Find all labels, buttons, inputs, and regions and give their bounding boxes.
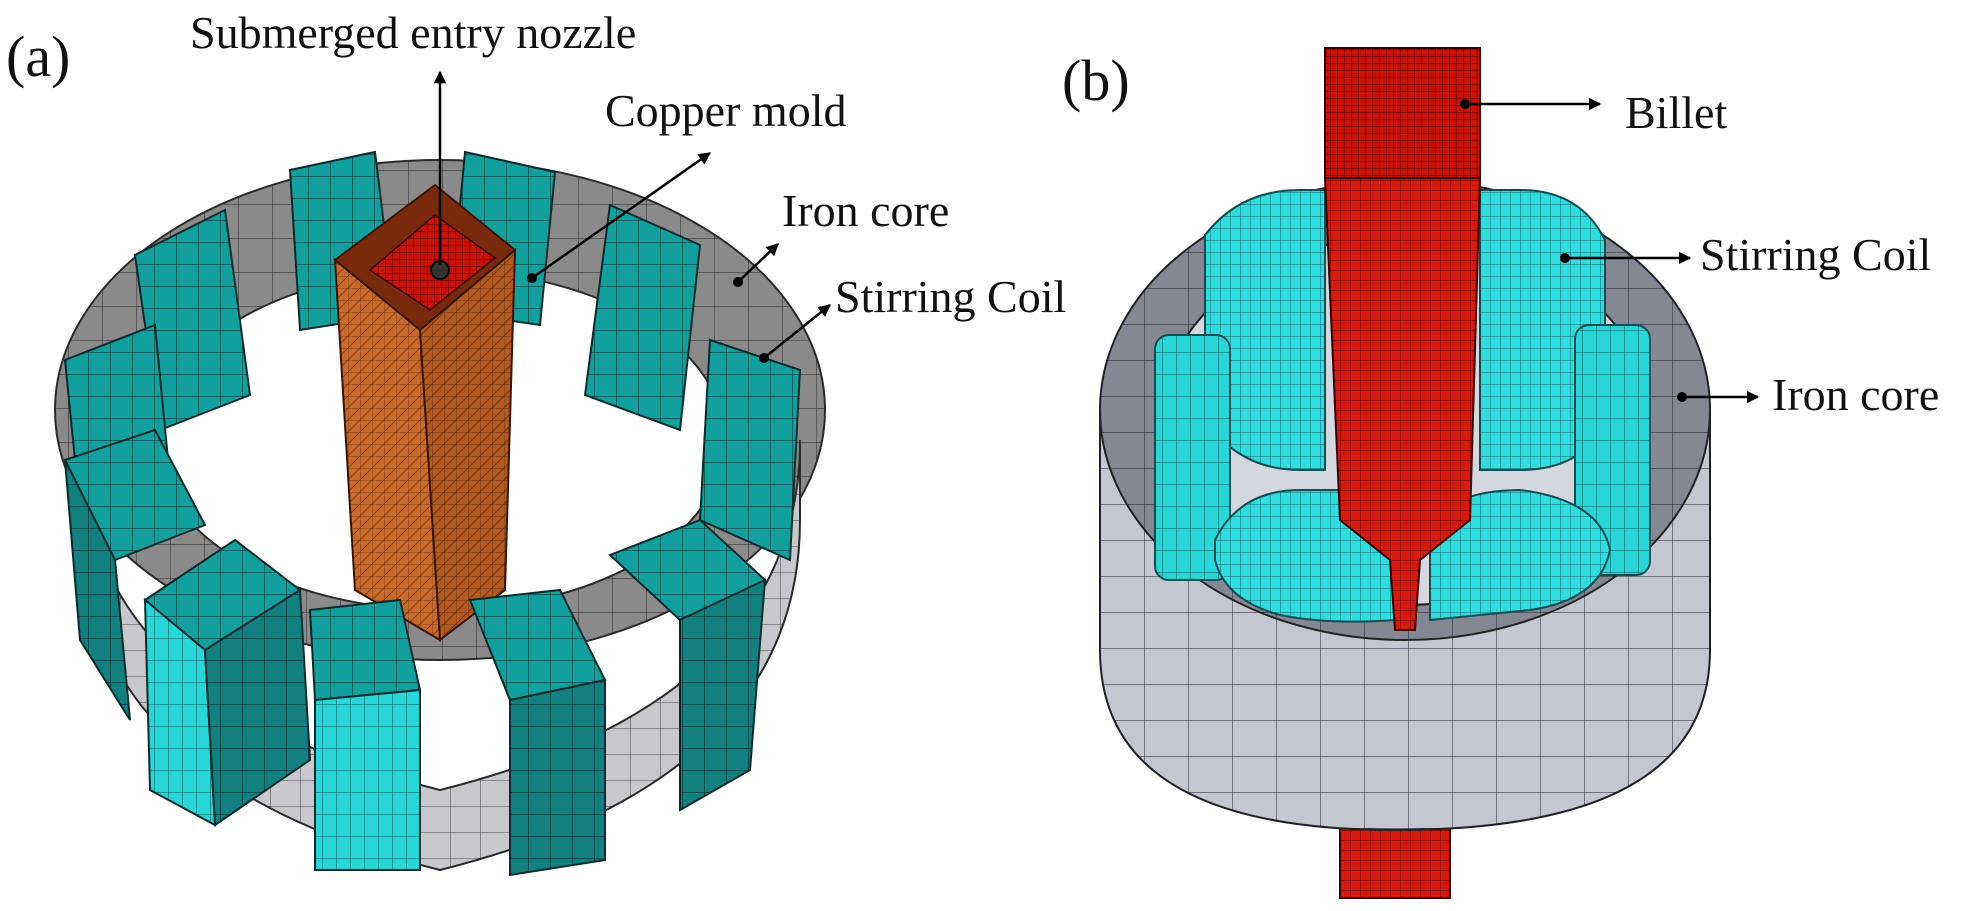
label-stirring-coil-b: Stirring Coil [1700, 229, 1931, 280]
label-iron-core-b: Iron core [1772, 369, 1939, 420]
label-copper-mold: Copper mold [605, 85, 846, 136]
stirring-coils-b [1154, 189, 1651, 623]
label-submerged-entry-nozzle: Submerged entry nozzle [190, 7, 636, 58]
label-stirring-coil-a: Stirring Coil [835, 271, 1066, 322]
annotations-a: Submerged entry nozzle Copper mold Iron … [190, 7, 1066, 363]
label-iron-core-a: Iron core [782, 185, 949, 236]
stirring-coils-back-a [63, 150, 802, 562]
mold-arrow [531, 151, 712, 280]
panel-b: (b) Billet S [1062, 47, 1939, 899]
panel-a-tag: (a) [6, 24, 70, 89]
stirring-coils-front-a [63, 428, 767, 877]
annotations-b: Billet Stirring Coil Iron core [1460, 87, 1939, 420]
coil-arrow-a [763, 304, 831, 359]
label-billet: Billet [1625, 87, 1727, 138]
core-arrow-a [737, 243, 779, 283]
panel-a: (a) [6, 7, 1066, 877]
panel-b-tag: (b) [1062, 48, 1130, 113]
billet [1323, 47, 1482, 631]
copper-mold [333, 183, 517, 642]
